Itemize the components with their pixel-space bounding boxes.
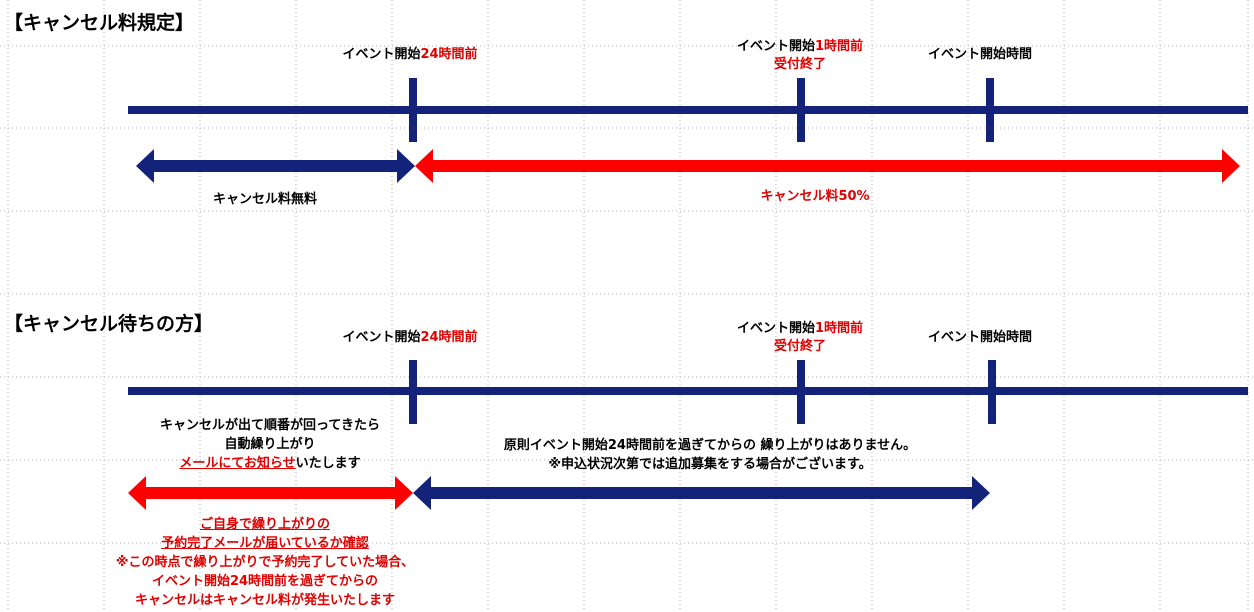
s1-tick-start [986, 78, 994, 142]
s2-rule-line2: ※申込状況次第では追加募集をする場合がございます。 [548, 457, 872, 472]
s2-marker-1h-prefix: イベント開始 [736, 321, 815, 336]
s2-marker-1h-red: 1時間前 [814, 321, 864, 336]
s2-tick-start [988, 360, 996, 424]
s1-marker-24h-red: 24時間前 [420, 47, 478, 62]
s2-confirm-line1: ご自身で繰り上がりの [199, 517, 330, 532]
s1-tick-24h [409, 78, 417, 142]
s2-note-line2: イベント開始24時間前を過ぎてからの [151, 574, 379, 589]
s2-auto-line3-red: メールにてお知らせ [179, 456, 296, 471]
section2-title: 【キャンセル待ちの方】 [4, 313, 214, 335]
s2-timeline [128, 387, 1248, 395]
s2-marker-1h-line2: 受付終了 [773, 339, 826, 354]
s1-marker-1h-prefix: イベント開始 [736, 39, 815, 54]
s2-tick-24h [409, 360, 417, 424]
s2-auto-line3-rest: いたします [295, 456, 361, 471]
s2-tick-1h [797, 360, 805, 424]
s1-free-label: キャンセル料無料 [212, 192, 317, 207]
s1-marker-start-label: イベント開始時間 [927, 47, 1032, 62]
s2-rule-line1: 原則イベント開始24時間前を過ぎてからの 繰り上がりはありません。 [503, 438, 917, 453]
s2-note-line3: キャンセルはキャンセル料が発生いたします [134, 593, 395, 608]
s2-auto-text: キャンセルが出て順番が回ってきたら 自動繰り上がり メールにてお知らせいたします [120, 416, 420, 473]
s1-timeline [128, 106, 1248, 114]
s2-marker-24h-label: イベント開始24時間前 [330, 329, 490, 347]
s2-note-line1: ※この時点で繰り上がりで予約完了していた場合、 [115, 555, 415, 570]
s1-marker-1h-label: イベント開始1時間前 受付終了 [718, 38, 882, 74]
s1-marker-24h-label: イベント開始24時間前 [330, 46, 490, 64]
s2-confirm-text: ご自身で繰り上がりの 予約完了メールが届いているか確認 ※この時点で繰り上がりで… [90, 515, 440, 610]
s1-tick-1h [797, 78, 805, 142]
s2-marker-start-label: イベント開始時間 [927, 330, 1032, 345]
s2-auto-line2: 自動繰り上がり [224, 437, 316, 452]
s2-marker-24h-prefix: イベント開始 [342, 330, 421, 345]
section1-title: 【キャンセル料規定】 [4, 12, 195, 34]
s1-fee-label: キャンセル料50% [760, 189, 870, 204]
s2-rule-text: 原則イベント開始24時間前を過ぎてからの 繰り上がりはありません。 ※申込状況次… [470, 436, 950, 474]
s1-marker-1h-line2: 受付終了 [773, 57, 826, 72]
s2-auto-line1: キャンセルが出て順番が回ってきたら [160, 418, 380, 433]
s2-confirm-line2: 予約完了メールが届いているか確認 [161, 536, 369, 551]
s1-marker-1h-red: 1時間前 [814, 39, 864, 54]
s2-marker-1h-label: イベント開始1時間前 受付終了 [718, 320, 882, 356]
s1-marker-24h-prefix: イベント開始 [342, 47, 421, 62]
s2-marker-24h-red: 24時間前 [420, 330, 478, 345]
